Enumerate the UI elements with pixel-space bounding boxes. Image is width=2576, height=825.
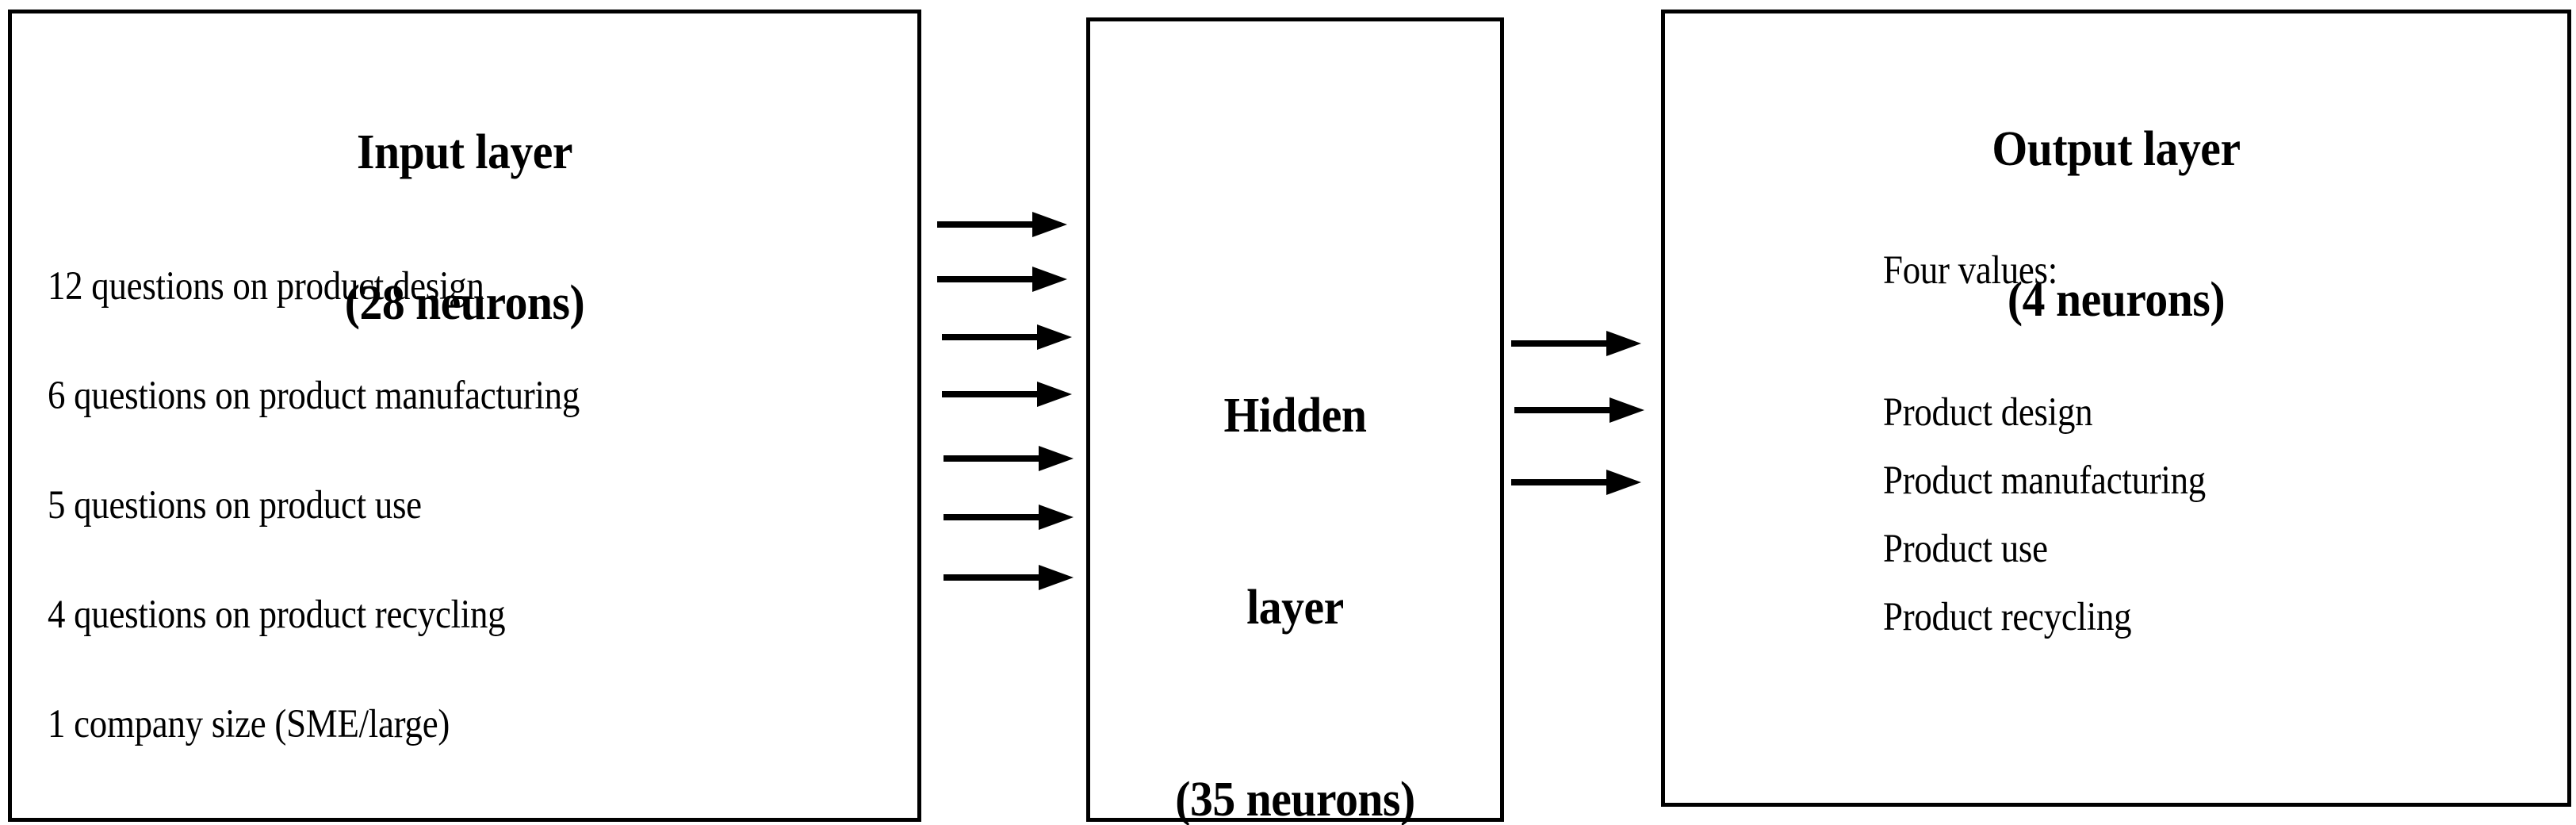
input-to-hidden-connections xyxy=(937,0,1088,825)
list-item: 5 questions on product use xyxy=(48,483,422,528)
hidden-layer-box: Hidden layer (35 neurons) xyxy=(1086,17,1504,825)
list-item: 6 questions on product manufacturing xyxy=(48,374,580,418)
output-layer-title-line-2: (4 neurons) xyxy=(2007,273,2226,328)
output-layer-item-list: Product design Product manufacturing Pro… xyxy=(1883,378,2250,651)
arrow-right-icon xyxy=(944,562,1074,593)
arrow-right-icon xyxy=(944,501,1074,533)
arrow-right-icon xyxy=(1514,394,1644,426)
list-item: 12 questions on product design xyxy=(48,264,484,309)
hidden-layer-title-line-2: layer xyxy=(1246,580,1344,635)
input-layer-title: Input layer (28 neurons) xyxy=(44,28,886,429)
hidden-to-output-connections xyxy=(1511,0,1662,825)
input-layer-item-list: 12 questions on product design 6 questio… xyxy=(48,232,653,779)
output-layer-title: Output layer (4 neurons) xyxy=(1697,25,2536,426)
arrow-right-icon xyxy=(1511,466,1641,498)
arrow-right-icon xyxy=(944,443,1074,474)
hidden-layer-title-line-1: Hidden xyxy=(1223,389,1367,443)
output-layer-intro-text: Four values: xyxy=(1883,248,2057,293)
arrow-right-icon xyxy=(942,321,1072,353)
arrow-right-icon xyxy=(937,263,1067,295)
arrow-right-icon xyxy=(937,209,1067,240)
hidden-layer-title-line-3: (35 neurons) xyxy=(1175,772,1415,825)
list-item: Product recycling xyxy=(1883,595,2132,639)
list-item: Product use xyxy=(1883,527,2048,571)
list-item: Product design xyxy=(1883,390,2093,435)
arrow-right-icon xyxy=(1511,328,1641,359)
output-layer-box: Output layer (4 neurons) Four values: Pr… xyxy=(1661,10,2571,807)
arrow-right-icon xyxy=(942,378,1072,410)
list-item: 1 company size (SME/large) xyxy=(48,702,450,746)
hidden-layer-title: Hidden layer (35 neurons) xyxy=(1104,256,1486,825)
list-item: 4 questions on product recycling xyxy=(48,593,506,637)
input-layer-title-line-1: Input layer xyxy=(356,125,572,180)
input-layer-box: Input layer (28 neurons) 12 questions on… xyxy=(8,10,921,822)
output-layer-title-line-1: Output layer xyxy=(1992,122,2241,177)
input-layer-title-line-2: (28 neurons) xyxy=(344,276,585,331)
list-item: Product manufacturing xyxy=(1883,459,2206,503)
